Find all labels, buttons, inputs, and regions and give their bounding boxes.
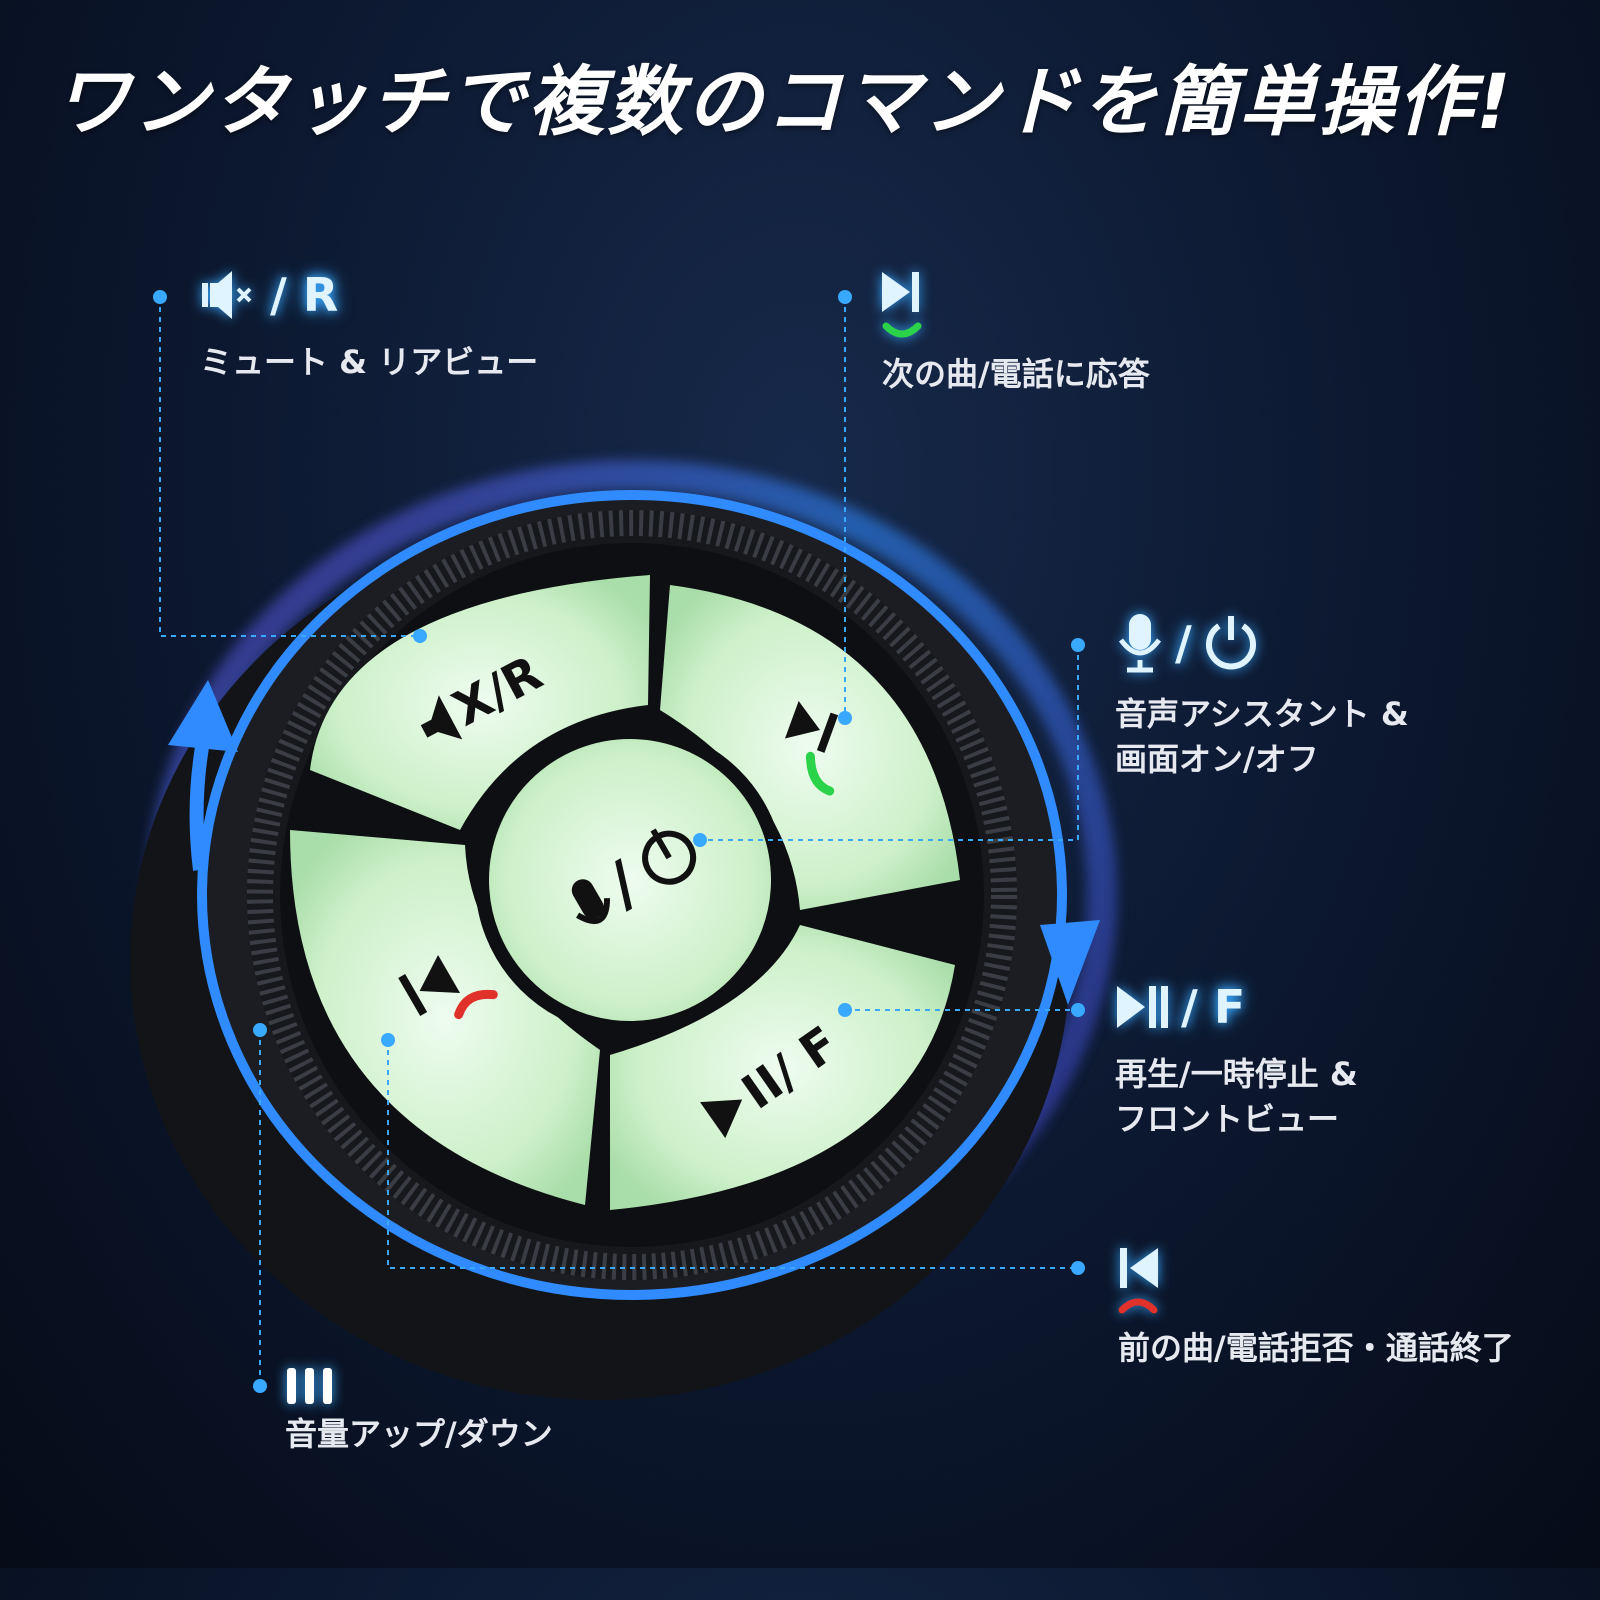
play-pause-icon xyxy=(1117,986,1168,1028)
center-mic-stand xyxy=(576,898,611,924)
callout-next: 次の曲/電話に応答 xyxy=(882,270,1150,397)
next-button[interactable] xyxy=(660,585,960,910)
callout-prev-head xyxy=(1118,1246,1514,1318)
callout-mute: / R ミュート & リアビュー xyxy=(200,268,538,385)
next-track-answer-call-icon xyxy=(882,272,922,338)
page-title: ワンタッチで複数のコマンドを簡単操作! xyxy=(54,57,1514,146)
callout-volume-desc: 音量アップ/ダウン xyxy=(285,1415,553,1453)
microphone-icon xyxy=(1118,614,1162,673)
voice-power-button[interactable] xyxy=(475,725,785,1035)
previous-button-label xyxy=(398,954,498,1020)
callout-voice-desc-1: 音声アシスタント & xyxy=(1115,695,1409,733)
callout-volume: 音量アップ/ダウン xyxy=(285,1366,553,1457)
arrow-down-head xyxy=(1040,920,1100,1005)
next-button-label xyxy=(784,700,839,796)
center-mic-icon xyxy=(571,879,604,919)
callout-prev: 前の曲/電話拒否・通話終了 xyxy=(1118,1246,1514,1371)
callout-play: / F 再生/一時停止 & フロントビュー xyxy=(1115,980,1358,1142)
mute-icon xyxy=(202,271,252,319)
callout-voice-separator: / xyxy=(1175,616,1192,670)
callout-play-head-text: / F xyxy=(1181,980,1246,1034)
callout-voice-desc-2: 画面オン/オフ xyxy=(1115,739,1319,778)
play-triangle-icon xyxy=(700,1099,743,1139)
mute-speaker-icon xyxy=(420,695,463,740)
callout-next-desc: 次の曲/電話に応答 xyxy=(882,355,1150,393)
remote-diagram: X/R II/ F / xyxy=(130,290,1117,1400)
previous-bar-icon xyxy=(398,973,428,1017)
callout-play-desc-2: フロントビュー xyxy=(1115,1099,1340,1138)
next-triangle-icon xyxy=(784,700,820,739)
callout-play-head: / F xyxy=(1115,980,1358,1034)
previous-track-reject-call-icon xyxy=(1118,1248,1158,1314)
callout-voice: / 音声アシスタント & 画面オン/オフ xyxy=(1115,612,1409,782)
callout-mute-head: / R xyxy=(200,268,538,322)
leader-dots xyxy=(153,290,1085,1393)
previous-triangle-icon xyxy=(419,954,461,994)
callout-mute-head-text: / R xyxy=(270,268,339,322)
rotate-up-arrow xyxy=(189,728,212,871)
callout-volume-head xyxy=(285,1366,553,1406)
mute-button[interactable] xyxy=(310,575,650,830)
answer-call-icon xyxy=(805,751,835,796)
previous-button[interactable] xyxy=(290,830,600,1205)
callout-prev-desc: 前の曲/電話拒否・通話終了 xyxy=(1118,1329,1514,1367)
callout-mute-desc: ミュート & リアビュー xyxy=(200,343,539,381)
play-pause-button[interactable] xyxy=(610,925,955,1210)
arrow-up-head xyxy=(168,680,238,752)
next-bar-icon xyxy=(816,712,839,753)
power-icon xyxy=(1205,616,1256,670)
dial-knurl xyxy=(247,510,1017,1280)
callout-play-desc-1: 再生/一時停止 & xyxy=(1115,1055,1358,1093)
volume-dial-icon xyxy=(287,1368,332,1404)
center-power-line xyxy=(650,828,672,860)
reject-call-icon xyxy=(454,989,498,1020)
leader-lines xyxy=(159,297,1079,1386)
callout-voice-head: / xyxy=(1115,612,1409,674)
callout-next-head xyxy=(882,270,1150,342)
